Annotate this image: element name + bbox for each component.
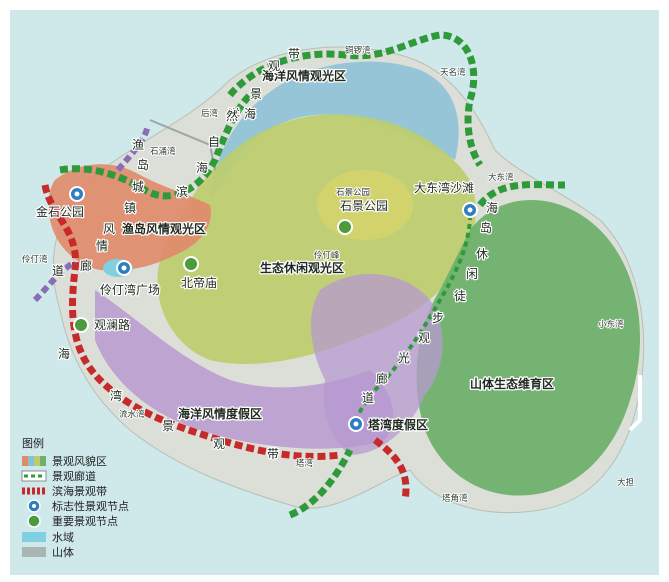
important-node-beidi (183, 256, 199, 272)
zone-label-mountain: 山体生态维育区 (470, 376, 554, 391)
route-char: 观 (418, 331, 430, 345)
coastal-route-west (59, 92, 253, 200)
route-char: 岛 (137, 157, 149, 172)
node-label-dadong-beach: 大东湾沙滩 (414, 180, 474, 195)
coastal-route-south (288, 448, 354, 519)
place-lingding-wan: 伶仃湾 (22, 254, 48, 265)
landmark-node-lingding-square (116, 260, 132, 276)
place-dadong-wan: 大东湾 (488, 172, 514, 183)
route-char: 道 (52, 264, 64, 278)
leisure-corridor (353, 214, 472, 426)
tawan-zone-area (310, 273, 443, 455)
route-char: 海 (58, 346, 70, 361)
zone-label-tawan: 塔湾度假区 (368, 417, 428, 432)
zone-label-eco-leisure: 生态休闲观光区 (260, 260, 344, 275)
route-char: 景 (162, 419, 174, 433)
route-char: 观 (213, 437, 225, 451)
route-char: 城 (132, 180, 144, 194)
corridor-west-2 (32, 259, 77, 303)
coastal-route-red-sw (41, 184, 341, 460)
yudao-zone-area (48, 164, 211, 271)
place-shiyong: 石涌湾 (150, 146, 176, 157)
landmark-node-jinshi (69, 186, 85, 202)
node-label-shijing: 石景公园 (340, 199, 388, 213)
coastal-route-north (227, 31, 483, 167)
legend-swatch-zone (22, 456, 46, 466)
legend-swatch-corridor (21, 470, 47, 482)
place-tianming: 天名湾 (440, 67, 466, 78)
landmark-node-tawan (348, 416, 364, 432)
mountain-eco-zone-area (416, 200, 640, 496)
route-char: 海 (196, 160, 208, 175)
zone-label-ocean-view: 海洋风情观光区 (262, 68, 346, 83)
breakwater-2 (628, 375, 642, 432)
route-char: 徒 (454, 289, 466, 303)
route-char: 景 (250, 87, 262, 101)
route-char: 情 (96, 239, 108, 253)
place-tajiao: 塔角湾 (442, 493, 468, 504)
legend-label-landmark: 标志性景观节点 (52, 499, 129, 513)
route-char: 渔 (132, 138, 144, 152)
zone-label-yudao: 渔岛风情观光区 (122, 221, 206, 236)
route-char: 海 (244, 106, 256, 121)
ocean-resort-zone-area (95, 290, 394, 449)
corridor-west-1 (115, 124, 151, 172)
route-char: 然 (226, 108, 238, 123)
important-node-guanlan (73, 317, 89, 333)
place-tawan: 塔湾 (296, 458, 314, 469)
legend-label-zone: 景观风貌区 (52, 454, 107, 468)
route-char: 滨 (176, 184, 188, 199)
route-char: 廊 (80, 258, 92, 273)
route-char: 步 (432, 311, 444, 325)
route-char: 自 (208, 135, 220, 149)
legend-label-mountain: 山体 (52, 545, 74, 559)
landmark-node-dadong-beach (462, 202, 478, 218)
route-char: 闲 (466, 267, 478, 281)
route-char: 镇 (124, 201, 136, 215)
legend-swatch-water (22, 532, 46, 542)
legend-label-corridor: 景观廊道 (52, 469, 96, 483)
place-houwan: 后湾 (201, 108, 219, 119)
route-char: 观 (268, 59, 280, 73)
coastal-route-east (477, 181, 566, 208)
legend-title: 图例 (22, 436, 44, 450)
route-char: 带 (267, 447, 279, 461)
route-char: 洋 (228, 106, 240, 121)
node-label-guanlan: 观澜路 (94, 317, 130, 332)
legend-label-water: 水域 (52, 531, 74, 544)
route-char: 光 (398, 351, 410, 365)
route-char: 湾 (110, 388, 122, 403)
zone-label-ocean-resort: 海洋风情度假区 (178, 406, 262, 421)
place-xiaodong: 小东湾 (598, 319, 624, 330)
route-char: 海 (486, 200, 498, 215)
route-char: 道 (362, 391, 374, 405)
node-label-beidi: 北帝庙 (181, 275, 217, 290)
route-char: 廊 (376, 371, 388, 386)
place-dadan: 大担 (617, 477, 635, 488)
legend-swatch-important (27, 514, 41, 528)
legend-swatch-landmark (27, 499, 41, 513)
node-label-lingding-square: 伶仃湾广场 (100, 282, 160, 297)
legend-label-coastal: 滨海景观带 (52, 484, 107, 498)
route-char: 风 (103, 222, 115, 236)
route-char: 岛 (480, 220, 492, 235)
legend-label-important: 重要景观节点 (52, 514, 118, 528)
coastal-route-red-se (372, 437, 410, 501)
place-shijing-small: 石景公园 (336, 188, 370, 198)
place-tongluo: 铜锣湾 (345, 45, 371, 56)
important-node-shijing (337, 219, 353, 235)
legend-swatch-mountain (22, 547, 46, 557)
ocean-view-zone-area (210, 61, 459, 200)
route-char: 休 (476, 247, 488, 261)
place-lingding-peak: 伶仃峰 (314, 250, 340, 261)
legend: 图例 景观风貌区 景观廊道 滨海景观带 标志性景观节点 重要景观节点 水域 山体 (21, 436, 129, 559)
node-label-jinshi: 金石公园 (36, 204, 84, 219)
place-liuxiang: 流水湾 (119, 409, 145, 420)
route-char: 带 (288, 47, 300, 61)
